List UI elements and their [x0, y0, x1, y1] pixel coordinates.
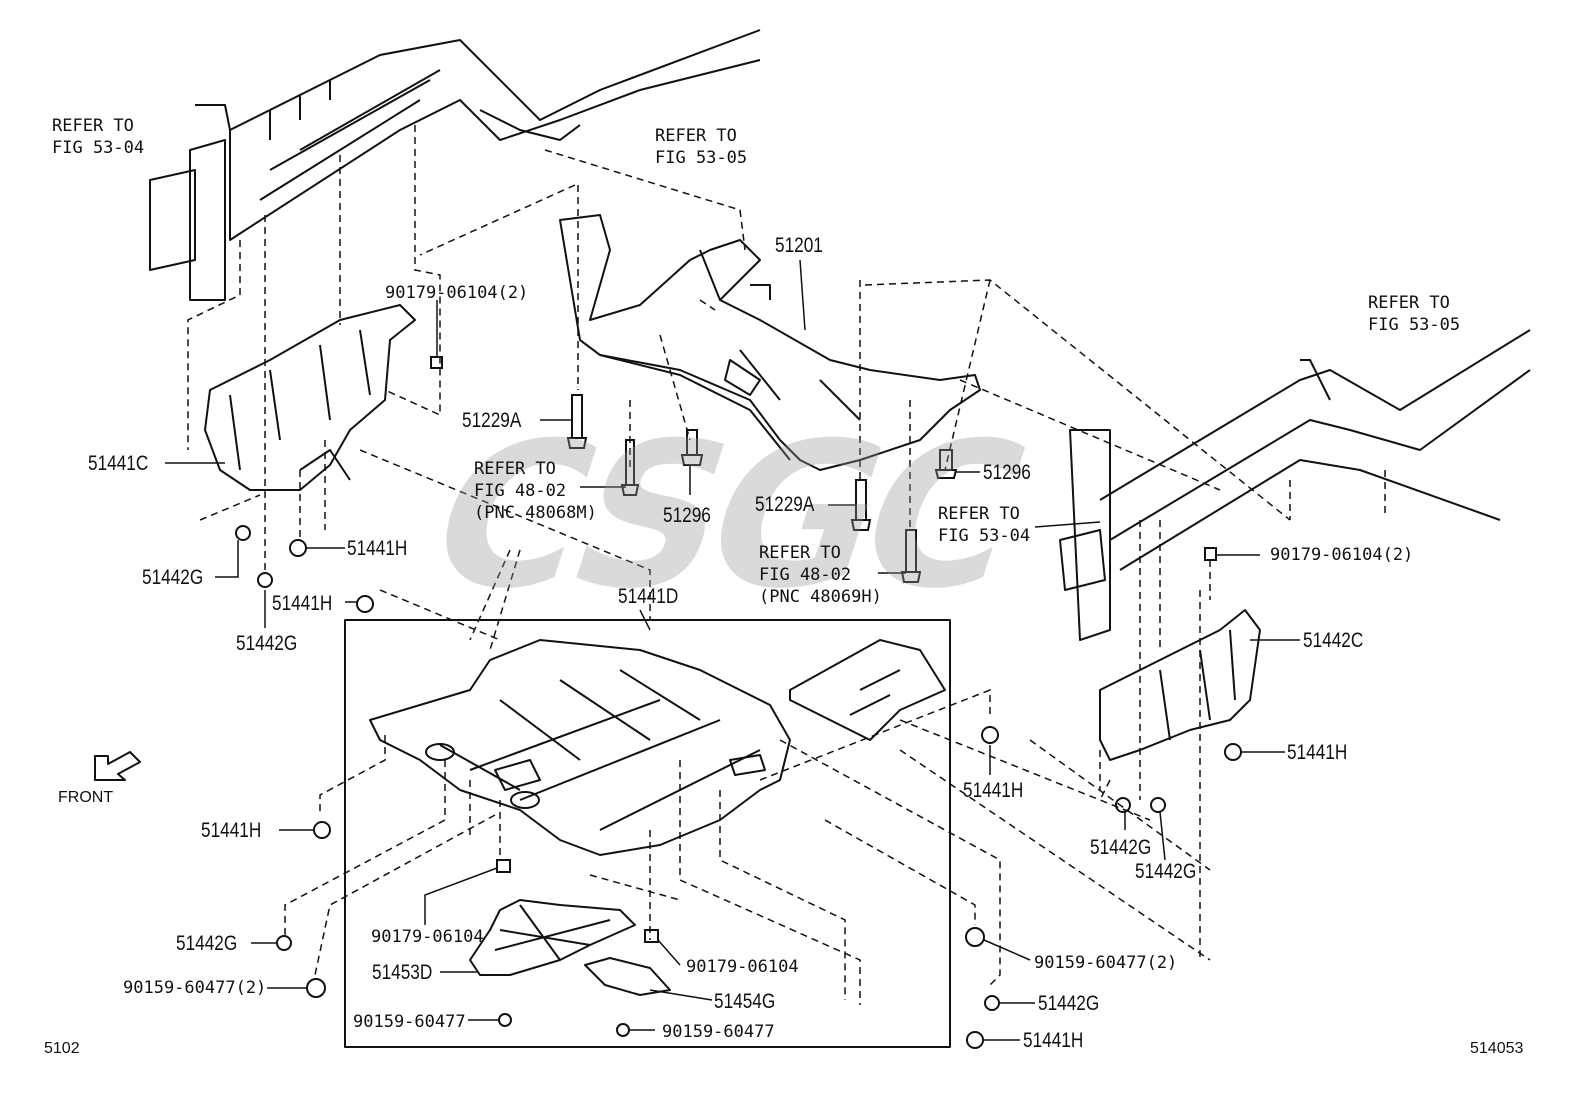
- screw-icon: [257, 572, 273, 588]
- ref-fig-48-02-b: REFER TO FIG 48-02 (PNC 48069H): [759, 542, 882, 608]
- s-mark-icon: [306, 978, 326, 998]
- part-label: 51296: [663, 504, 711, 527]
- ref-line: FIG 53-05: [1368, 315, 1461, 335]
- part-label: 90179-06104: [686, 957, 799, 977]
- fasteners: [235, 356, 1242, 1049]
- engine-under-cover-rh: [1099, 609, 1261, 761]
- part-label: 51441H: [1287, 741, 1348, 764]
- ref-line: FIG 53-04: [52, 138, 145, 158]
- bolt-icon: [566, 394, 588, 449]
- part-label: 90179-06104(2): [1270, 545, 1414, 565]
- diagram-id-left: 5102: [44, 1040, 80, 1057]
- ref-line: FIG 48-02: [759, 565, 852, 585]
- part-label: 51441H: [272, 592, 333, 615]
- screw-icon: [1224, 743, 1242, 761]
- screw-icon: [616, 1023, 630, 1037]
- screw-icon: [313, 821, 331, 839]
- part-label: 90159-60477: [353, 1012, 466, 1032]
- part-label: 90179-06104(2): [385, 283, 529, 303]
- s-mark-icon: [965, 927, 985, 947]
- bolt-icon: [934, 449, 958, 479]
- engine-under-cover-no1: [369, 639, 946, 856]
- under-cover-shield-51453D: [469, 899, 636, 976]
- part-label: 90159-60477(2): [1034, 953, 1178, 973]
- part-label: 51441H: [347, 537, 408, 560]
- screw-icon: [498, 1013, 512, 1027]
- part-label: 51201: [775, 234, 823, 257]
- front-label: FRONT: [58, 789, 114, 806]
- ref-fig-53-05-right: REFER TO FIG 53-05: [1368, 292, 1460, 336]
- screw-icon: [276, 935, 292, 951]
- part-label: 51441H: [1023, 1029, 1084, 1052]
- part-label: 51442G: [142, 566, 204, 589]
- screw-icon: [966, 1031, 984, 1049]
- ref-fig-53-04-left: REFER TO FIG 53-04: [52, 115, 144, 159]
- ref-line: REFER TO: [474, 459, 556, 479]
- clip-icon: [644, 929, 659, 943]
- front-suspension-crossmember: [559, 214, 981, 471]
- part-label: 51442C: [1303, 629, 1364, 652]
- part-label: 90159-60477(2): [123, 978, 267, 998]
- front-arrow-icon: [94, 751, 141, 781]
- ref-line: REFER TO: [52, 116, 134, 136]
- part-label: 51453D: [372, 961, 433, 984]
- clip-icon: [1204, 547, 1217, 561]
- label-leaders: [165, 259, 1300, 1041]
- clip-icon: [496, 859, 511, 873]
- part-label: 51442G: [236, 632, 298, 655]
- ref-fig-48-02-a: REFER TO FIG 48-02 (PNC 48068M): [474, 458, 597, 524]
- part-label: 51296: [983, 461, 1031, 484]
- ref-fig-53-04-right: REFER TO FIG 53-04: [938, 503, 1030, 547]
- part-label: 51442G: [1038, 992, 1100, 1015]
- diagram-id-right: 514053: [1470, 1040, 1524, 1057]
- ref-line: (PNC 48069H): [759, 587, 882, 607]
- part-label: 90179-06104: [371, 927, 484, 947]
- front-side-member-right: [1059, 329, 1531, 641]
- ref-line: REFER TO: [759, 543, 841, 563]
- screw-icon: [356, 595, 374, 613]
- ref-line: FIG 53-05: [655, 148, 748, 168]
- dashed-guides: [187, 125, 1386, 1005]
- bolt-icon: [900, 529, 922, 583]
- ref-line: REFER TO: [938, 504, 1020, 524]
- bolt-icon: [680, 429, 704, 466]
- screw-icon: [981, 726, 999, 744]
- ref-line: FIG 53-04: [938, 526, 1031, 546]
- engine-under-cover-lh: [204, 304, 416, 491]
- under-cover-shield-51454G: [584, 957, 671, 996]
- part-label: 51454G: [714, 990, 776, 1013]
- part-label: 51441D: [618, 585, 679, 608]
- clip-icon: [430, 356, 443, 369]
- ref-fig-53-05-top: REFER TO FIG 53-05: [655, 125, 747, 169]
- ref-line: REFER TO: [655, 126, 737, 146]
- part-label: 51441H: [201, 819, 262, 842]
- part-label: 51441C: [88, 452, 149, 475]
- screw-icon: [1115, 797, 1131, 813]
- ref-line: REFER TO: [1368, 293, 1450, 313]
- part-label: 90159-60477: [662, 1022, 775, 1042]
- part-label: 51442G: [1135, 860, 1197, 883]
- bolt-icon: [620, 439, 640, 496]
- part-label: 51442G: [1090, 836, 1152, 859]
- part-label: 51441H: [963, 779, 1024, 802]
- part-label: 51442G: [176, 932, 238, 955]
- screw-icon: [235, 525, 251, 541]
- part-label: 51229A: [755, 493, 815, 516]
- bolt-icon: [850, 479, 872, 531]
- screw-icon: [289, 539, 307, 557]
- part-label: 51229A: [462, 409, 522, 432]
- screw-icon: [984, 995, 1000, 1011]
- front-side-member-left: [149, 29, 761, 301]
- screw-icon: [1150, 797, 1166, 813]
- ref-line: FIG 48-02: [474, 481, 567, 501]
- ref-line: (PNC 48068M): [474, 503, 597, 523]
